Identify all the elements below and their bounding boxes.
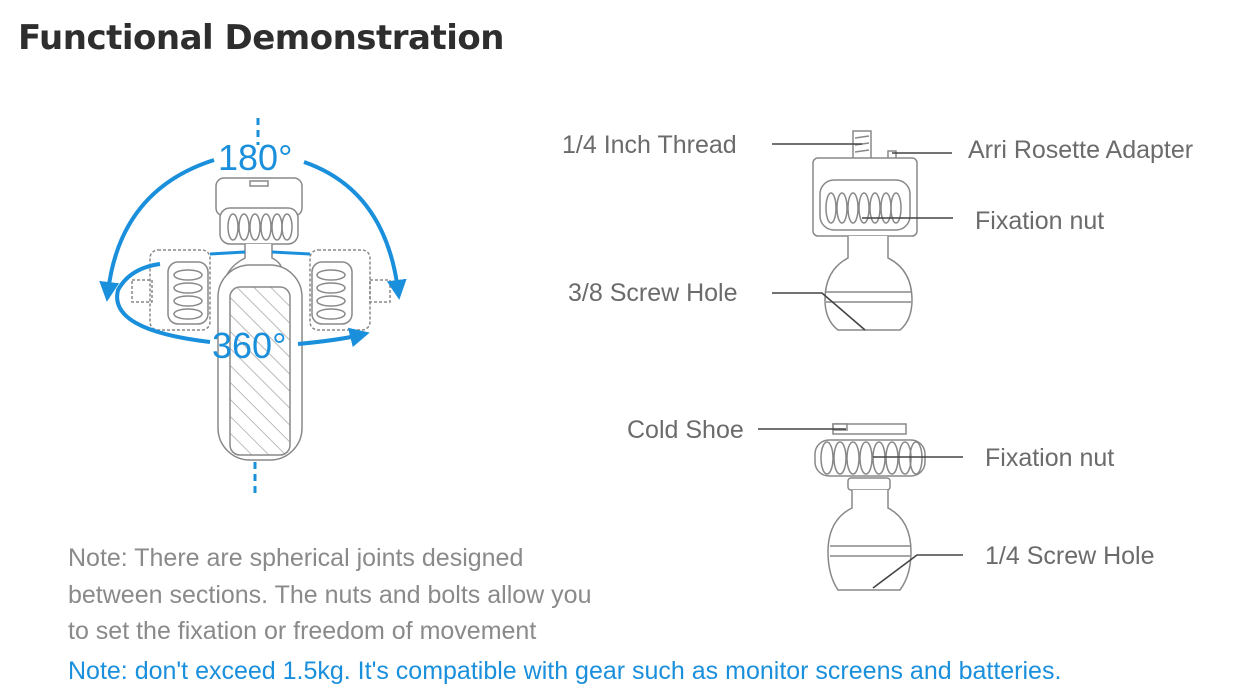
label-screw-hole-38: 3/8 Screw Hole [568, 279, 738, 307]
label-fixation-nut-bottom: Fixation nut [985, 444, 1115, 472]
label-thread: 1/4 Inch Thread [562, 131, 737, 159]
note-line: between sections. The nuts and bolts all… [68, 580, 592, 609]
note-weight-warning: Note: don't exceed 1.5kg. It's compatibl… [68, 657, 1062, 685]
label-fixation-nut-top: Fixation nut [975, 207, 1105, 235]
label-arri-adapter: Arri Rosette Adapter [968, 136, 1194, 164]
note-line: to set the fixation or freedom of moveme… [68, 617, 537, 645]
note-line: Note: There are spherical joints designe… [68, 544, 524, 572]
label-screw-hole-14: 1/4 Screw Hole [985, 542, 1155, 570]
page-title: Functional Demonstration [18, 18, 504, 58]
rotating-arm-illustration [99, 118, 407, 495]
rotation-360-label: 360° [212, 325, 287, 366]
note-joints: Note: There are spherical joints designe… [68, 540, 591, 650]
cold-shoe-illustration [814, 423, 926, 591]
leader-lines [758, 143, 963, 589]
arri-adapter-illustration [812, 130, 918, 331]
label-cold-shoe: Cold Shoe [627, 416, 744, 444]
rotation-180-label: 180° [218, 137, 293, 178]
